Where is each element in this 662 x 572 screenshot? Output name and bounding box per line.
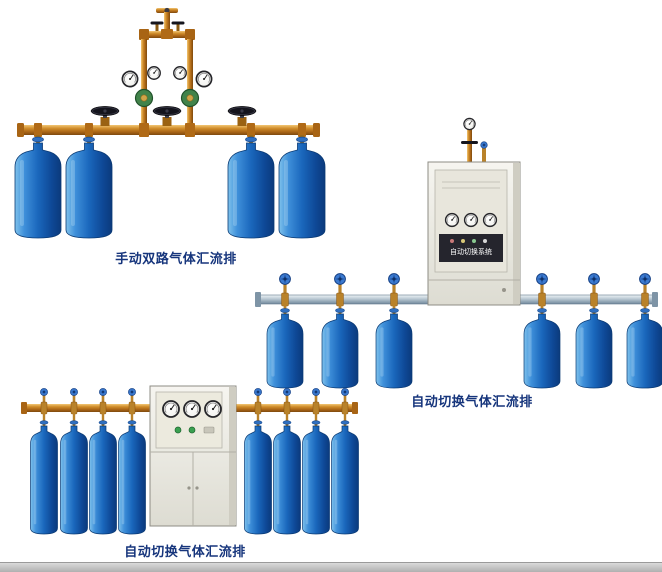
valve-handle (461, 141, 478, 144)
pressure-gauge (463, 212, 479, 228)
pressure-gauge (183, 400, 201, 418)
caption-manual-dual-manifold: 手动双路气体汇流排 (115, 251, 237, 266)
door-handle (195, 486, 199, 490)
hand-wheel-valve (153, 106, 181, 126)
center-stub-pipe (164, 12, 170, 32)
pressure-gauge (195, 70, 213, 88)
elbow-fitting (185, 29, 195, 40)
door-handle (187, 486, 191, 490)
riser-pipe (141, 39, 147, 125)
pipe-end-cap (313, 123, 320, 137)
door-handle (502, 288, 506, 292)
cabinet-top-pipe (467, 128, 472, 164)
caption-auto-switch-manifold-large: 自动切换气体汇流排 (124, 544, 246, 559)
cylinder-connection (254, 388, 261, 426)
indicator-light (472, 239, 476, 243)
cabinet-label: 自动切换系统 (450, 247, 492, 256)
cylinder-connection (283, 388, 290, 426)
illustration-auto-switch-manifold-large (21, 385, 360, 536)
pressure-gauge (147, 66, 161, 80)
gas-cylinder (265, 306, 305, 390)
cylinder-connection (40, 388, 47, 426)
gas-cylinder (301, 419, 331, 536)
gas-cylinder (64, 135, 114, 240)
pressure-gauge (121, 70, 139, 88)
illustration-auto-switch-manifold: 自动切换系统 (255, 117, 662, 390)
indicator-light (461, 239, 465, 243)
pipe-end-cap (17, 123, 24, 137)
gas-cylinder (320, 306, 360, 390)
top-valve-knob (164, 7, 170, 14)
cylinder-connection (128, 388, 135, 426)
riser-pipe (187, 39, 193, 125)
indicator-light (483, 239, 487, 243)
caption-auto-switch-manifold: 自动切换气体汇流排 (411, 394, 533, 409)
control-cabinet: 自动切换系统 (427, 161, 521, 306)
cabinet-side-shade (229, 387, 236, 525)
gas-cylinder (29, 419, 59, 536)
cabinet-top-stub (482, 148, 486, 164)
cabinet-side-shade (513, 163, 520, 304)
gas-cylinder (13, 135, 63, 240)
gas-cylinder (88, 419, 118, 536)
pressure-gauge (204, 400, 222, 418)
gas-cylinder (277, 135, 327, 240)
tee-fitting (139, 123, 149, 137)
indicator-light (188, 426, 196, 434)
pressure-gauge (173, 66, 187, 80)
valve-wheel (480, 141, 488, 149)
cylinder-connection (341, 388, 348, 426)
gas-cylinder (522, 306, 562, 390)
elbow-fitting (139, 29, 149, 40)
page-bottom-strip (0, 562, 662, 572)
gas-cylinder (272, 419, 302, 536)
pressure-gauge (482, 212, 498, 228)
indicator-light (450, 239, 454, 243)
pipe-end-cap (255, 292, 261, 307)
gas-cylinder (625, 306, 662, 390)
hand-wheel-valve (91, 106, 119, 126)
cylinder-connection (99, 388, 106, 426)
cylinder-connection (70, 388, 77, 426)
pressure-regulator (180, 87, 200, 109)
pressure-gauge (463, 117, 476, 131)
gas-cylinder (226, 135, 276, 240)
gas-cylinder (574, 306, 614, 390)
pressure-gauge (444, 212, 460, 228)
needle-valve (171, 21, 185, 31)
manifold-pipe (20, 125, 317, 135)
pipe-end-cap (652, 292, 658, 307)
indicator-light (174, 426, 182, 434)
cabinet-display-band (439, 234, 503, 262)
pipe-end-cap (352, 402, 358, 414)
cylinder-connection (312, 388, 319, 426)
gas-cylinder (59, 419, 89, 536)
gas-cylinder (117, 419, 147, 536)
illustration-manual-dual-manifold (13, 7, 327, 240)
pipe-end-cap (21, 402, 27, 414)
panel-switch (203, 426, 215, 434)
gas-cylinder (330, 419, 360, 536)
gas-cylinder (243, 419, 273, 536)
pressure-gauge (162, 400, 180, 418)
tee-fitting (185, 123, 195, 137)
gas-cylinder (374, 306, 414, 390)
control-cabinet (149, 385, 237, 527)
tee-fitting (161, 29, 173, 39)
pressure-regulator (134, 87, 154, 109)
